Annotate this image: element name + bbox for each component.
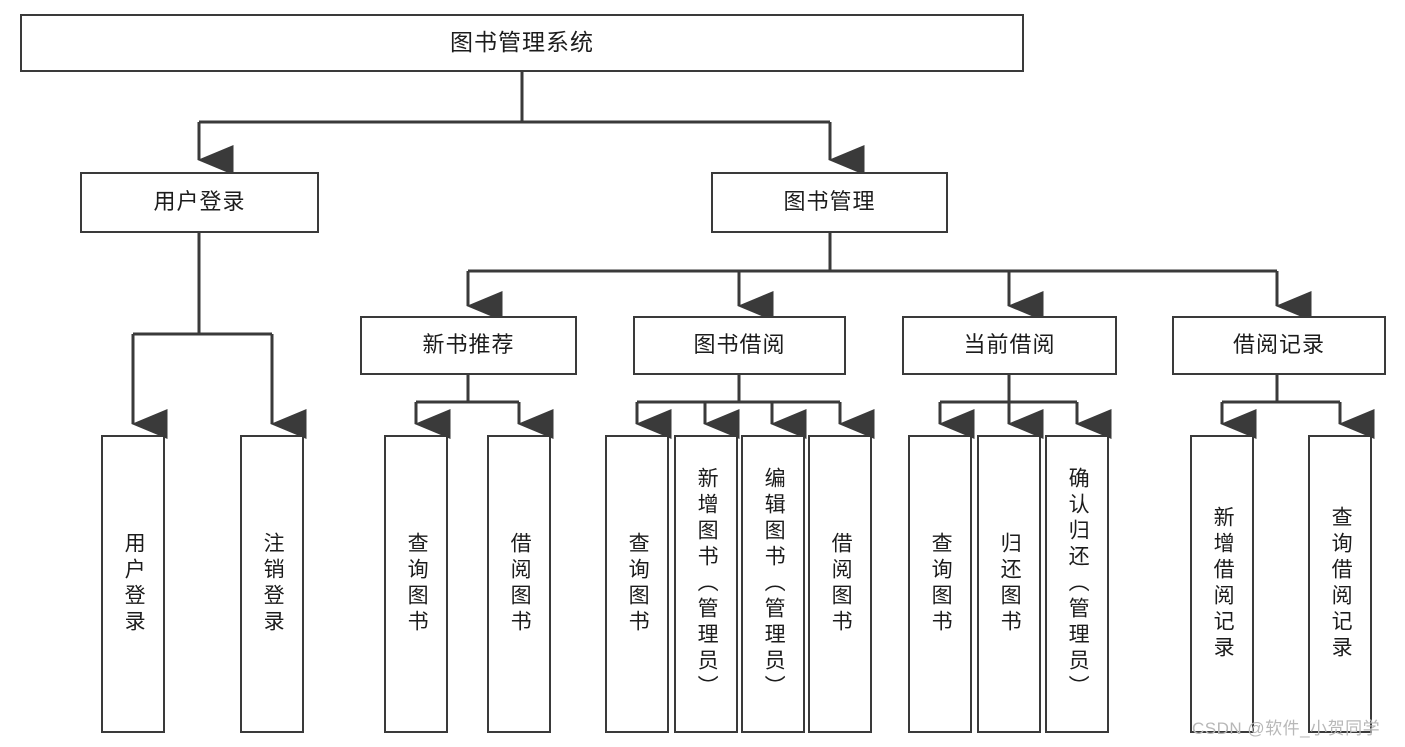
leaf-borrow-edit-book-admin[interactable]: 编辑图书（管理员） xyxy=(741,435,805,733)
leaf-new-book-borrow[interactable]: 借阅图书 xyxy=(487,435,551,733)
node-book-borrow[interactable]: 图书借阅 xyxy=(633,316,846,375)
node-label: 借阅图书 xyxy=(829,532,853,636)
leaf-user-login-signin[interactable]: 用户登录 xyxy=(101,435,165,733)
leaf-borrow-query-book[interactable]: 查询图书 xyxy=(605,435,669,733)
node-label: 图书管理系统 xyxy=(450,29,594,56)
node-label: 用户登录 xyxy=(122,532,146,636)
node-label: 查询图书 xyxy=(405,532,429,636)
node-label: 查询图书 xyxy=(626,532,650,636)
node-label: 用户登录 xyxy=(153,189,246,215)
node-label: 确认归还（管理员） xyxy=(1066,467,1090,701)
node-user-login[interactable]: 用户登录 xyxy=(80,172,319,233)
leaf-borrow-borrow-book[interactable]: 借阅图书 xyxy=(808,435,872,733)
node-current-borrow[interactable]: 当前借阅 xyxy=(902,316,1117,375)
node-label: 新书推荐 xyxy=(422,332,515,358)
node-label: 图书借阅 xyxy=(693,332,786,358)
node-borrow-record[interactable]: 借阅记录 xyxy=(1172,316,1386,375)
leaf-user-login-signout[interactable]: 注销登录 xyxy=(240,435,304,733)
node-label: 图书管理 xyxy=(783,189,876,215)
leaf-borrow-add-book-admin[interactable]: 新增图书（管理员） xyxy=(674,435,738,733)
leaf-record-query-borrow-record[interactable]: 查询借阅记录 xyxy=(1308,435,1372,733)
node-new-book-recommend[interactable]: 新书推荐 xyxy=(360,316,577,375)
node-label: 编辑图书（管理员） xyxy=(762,467,786,701)
node-label: 借阅图书 xyxy=(508,532,532,636)
node-label: 当前借阅 xyxy=(963,332,1056,358)
node-label: 新增借阅记录 xyxy=(1211,506,1235,662)
node-label: 归还图书 xyxy=(998,532,1022,636)
node-root-book-management-system[interactable]: 图书管理系统 xyxy=(20,14,1024,72)
node-book-management[interactable]: 图书管理 xyxy=(711,172,948,233)
leaf-current-confirm-return-admin[interactable]: 确认归还（管理员） xyxy=(1045,435,1109,733)
leaf-new-book-query[interactable]: 查询图书 xyxy=(384,435,448,733)
node-label: 查询图书 xyxy=(929,532,953,636)
node-label: 借阅记录 xyxy=(1232,332,1325,358)
node-label: 查询借阅记录 xyxy=(1329,506,1353,662)
leaf-current-query-book[interactable]: 查询图书 xyxy=(908,435,972,733)
node-label: 注销登录 xyxy=(261,532,285,636)
leaf-current-return-book[interactable]: 归还图书 xyxy=(977,435,1041,733)
watermark-text: CSDN @软件_小贺同学 xyxy=(1192,719,1381,738)
node-label: 新增图书（管理员） xyxy=(695,467,719,701)
leaf-record-add-borrow-record[interactable]: 新增借阅记录 xyxy=(1190,435,1254,733)
